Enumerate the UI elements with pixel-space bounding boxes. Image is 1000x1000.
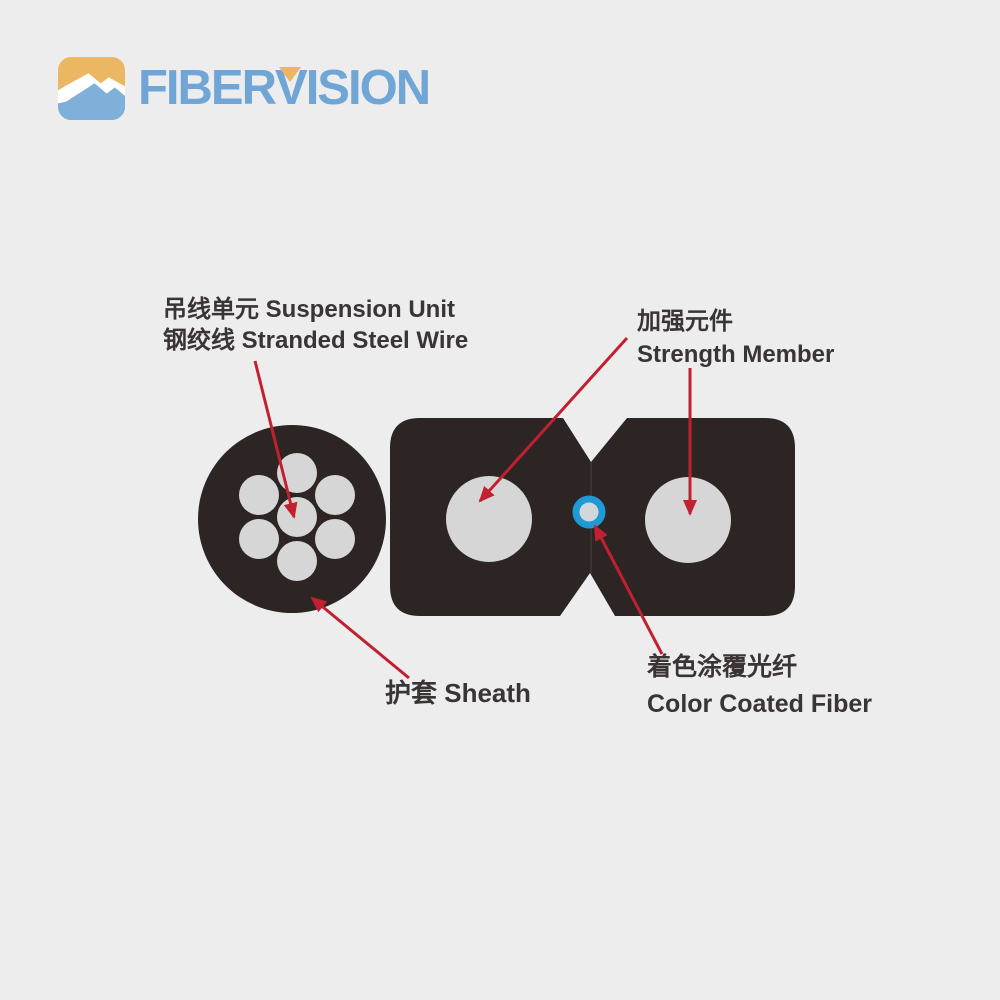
steel-wire-strand <box>239 519 279 559</box>
label-color-coated-fiber: 着色涂覆光纤 Color Coated Fiber <box>647 649 872 723</box>
steel-wire-strand <box>315 519 355 559</box>
strength-member-right <box>645 477 731 563</box>
label-suspension-unit-line1: 吊线单元 Suspension Unit <box>163 296 456 323</box>
arrow-color-coated-fiber <box>593 524 664 655</box>
steel-wire-strand <box>239 475 279 515</box>
messenger-section <box>198 425 386 613</box>
logo-icon-wave <box>58 73 125 104</box>
arrow-sheath <box>310 596 410 680</box>
label-strength-member: 加强元件 Strength Member <box>637 305 834 371</box>
logo-icon-blue-field <box>58 83 125 120</box>
label-strength-member-line1: 加强元件 <box>637 308 733 335</box>
label-sheath-text: 护套 Sheath <box>385 678 531 708</box>
fibervision-logo-icon <box>58 57 125 120</box>
strength-member-left <box>446 476 532 562</box>
wordmark-pre: FIBER <box>138 61 277 115</box>
arrow-strength-member-left <box>478 336 629 503</box>
label-color-coated-fiber-line2: Color Coated Fiber <box>647 690 873 718</box>
label-suspension-unit-line2: 钢绞线 Stranded Steel Wire <box>163 327 469 354</box>
steel-wire-strand <box>315 475 355 515</box>
label-sheath: 护套 Sheath <box>385 678 531 708</box>
callout-arrows <box>253 336 697 680</box>
fiber-core <box>579 502 599 522</box>
wordmark-post: ISION <box>305 61 431 115</box>
steel-wire-strand-center <box>277 497 317 537</box>
wordmark-v-accent-triangle <box>279 67 302 82</box>
label-strength-member-line2: Strength Member <box>637 341 835 368</box>
drop-cable-section <box>390 418 795 616</box>
steel-wire-strand <box>277 541 317 581</box>
label-suspension-unit: 吊线单元 Suspension Unit 钢绞线 Stranded Steel … <box>163 294 468 356</box>
wordmark-v: V <box>275 61 308 115</box>
arrow-suspension-unit <box>253 360 298 519</box>
label-color-coated-fiber-line1: 着色涂覆光纤 <box>647 653 798 681</box>
